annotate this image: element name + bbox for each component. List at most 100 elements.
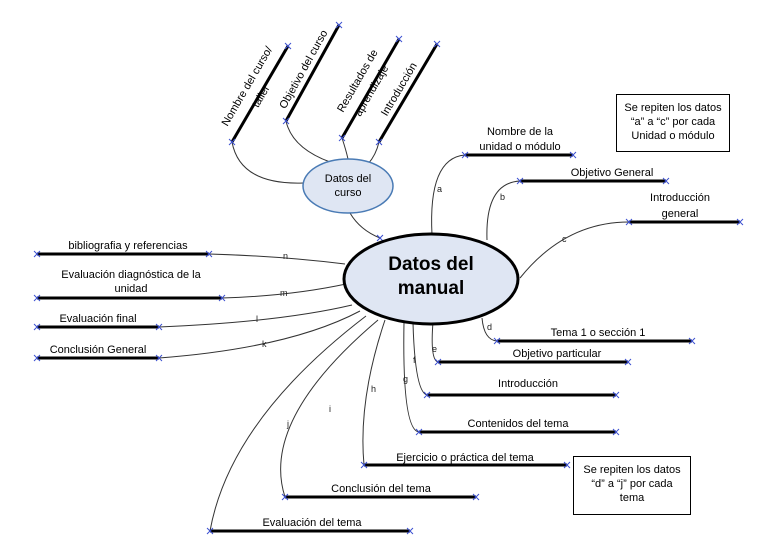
note-units-line-2: “a” a “c” por cada [630, 116, 716, 128]
branch-j-bar-end-b-icon [406, 527, 414, 535]
course-link-3 [341, 137, 349, 160]
branch-m-label-1: Evaluación diagnóstica de la [61, 269, 201, 281]
branch-d-link [481, 317, 498, 342]
course-bar-1[interactable] [230, 45, 290, 143]
branch-n-bar-end-a-icon [33, 250, 41, 258]
branch-a-label-2: unidad o módulo [479, 141, 560, 153]
note-topics-line-1: Se repiten los datos [583, 464, 681, 476]
note-units-line-1: Se repiten los datos [624, 102, 722, 114]
branch-b-bar-end-a-icon [516, 177, 524, 185]
branch-c-link [519, 221, 630, 279]
branch-h-label: Ejercicio o práctica del tema [396, 452, 534, 464]
node-layer: Datos del curso Datos del manual [302, 158, 520, 326]
branch-c-bar-end-a-icon [625, 218, 633, 226]
branch-a-link [431, 154, 466, 236]
course-link-4 [367, 141, 380, 165]
branch-n-letter: n [283, 251, 288, 261]
branch-f-bar-end-a-icon [423, 391, 431, 399]
note-units: Se repiten los datos “a” a “c” por cada … [616, 94, 730, 152]
central-node-label-1: Datos del [388, 254, 474, 275]
note-topics-line-2: “d” a “j” por cada [591, 478, 673, 490]
branch-j-bar-end-a-icon [206, 527, 214, 535]
branch-l-letter: l [256, 314, 258, 324]
branch-m-bar-end-b-icon [218, 294, 226, 302]
branch-m-bar-end-a-icon [33, 294, 41, 302]
course-link-2 [285, 120, 331, 163]
course-node-label-2: curso [335, 187, 362, 199]
branch-j-link [209, 315, 367, 532]
course-bar-2-end-a-icon [282, 117, 290, 125]
branch-d-bar-end-b-icon [688, 337, 696, 345]
branch-d-label: Tema 1 o sección 1 [551, 327, 646, 339]
course-bar-1-end-b-icon [284, 42, 292, 50]
branch-k-bar-end-a-icon [33, 354, 41, 362]
branch-a-bar-end-b-icon [569, 151, 577, 159]
branch-l-bar-end-a-icon [33, 323, 41, 331]
course-node-label-1: Datos del [325, 173, 371, 185]
branch-g-letter: g [403, 374, 408, 384]
branch-i-link [280, 319, 379, 498]
branch-e-bar-end-b-icon [624, 358, 632, 366]
branch-g-link [403, 321, 420, 433]
branch-l-bar-end-b-icon [155, 323, 163, 331]
branch-i-letter: i [329, 404, 331, 414]
branch-h-bar-end-a-icon [360, 461, 368, 469]
branch-g-label: Contenidos del tema [468, 418, 570, 430]
course-bar-3-end-b-icon [395, 35, 403, 43]
branch-l-link [158, 304, 353, 328]
branch-c-label-1: Introducción [650, 192, 710, 204]
branch-i-label: Conclusión del tema [331, 483, 432, 495]
note-units-line-3: Unidad o módulo [631, 130, 715, 142]
branch-m-label-2: unidad [114, 283, 147, 295]
course-bar-4-end-b-icon [433, 40, 441, 48]
branch-j-letter: j [286, 419, 289, 429]
course-bar-3-end-a-icon [338, 134, 346, 142]
branch-a-label-1: Nombre de la [487, 126, 554, 138]
course-to-center-link [349, 212, 381, 239]
branch-h-bar-end-b-icon [563, 461, 571, 469]
branch-j-label: Evaluación del tema [262, 517, 362, 529]
branch-k-link [158, 310, 361, 359]
branch-m-link [221, 283, 347, 299]
note-topics: Se repiten los datos “d” a “j” por cada … [573, 456, 691, 515]
course-node-ellipse[interactable] [302, 158, 394, 214]
course-bar-3[interactable] [340, 38, 401, 139]
central-node-ellipse[interactable] [342, 232, 520, 326]
branch-b-bar-end-b-icon [662, 177, 670, 185]
bar-layer [33, 21, 744, 535]
course-link-1 [231, 141, 304, 184]
branch-g-bar-end-a-icon [415, 428, 423, 436]
branch-a-letter: a [437, 184, 442, 194]
branch-k-label-1: Conclusión General [50, 344, 147, 356]
branch-n-label-1: bibliografia y referencias [68, 240, 188, 252]
branch-c-letter: c [562, 234, 567, 244]
branch-a-bar-end-a-icon [461, 151, 469, 159]
branch-n-link [208, 253, 346, 265]
course-center-junction-icon [376, 234, 384, 242]
note-topics-line-3: tema [619, 492, 645, 504]
course-bar-2-end-b-icon [335, 21, 343, 29]
branch-i-bar-end-b-icon [472, 493, 480, 501]
branch-f-letter: f [413, 355, 416, 365]
course-bar-1-end-a-icon [228, 138, 236, 146]
branch-l-label-1: Evaluación final [59, 313, 136, 325]
branch-c-bar-end-b-icon [736, 218, 744, 226]
branch-e-link [431, 321, 439, 363]
course-bar-4[interactable] [377, 43, 439, 143]
course-item-2-label: Objetivo del curso [277, 28, 330, 111]
branch-b-letter: b [500, 192, 505, 202]
branch-g-bar-end-b-icon [612, 428, 620, 436]
branch-k-letter: k [262, 339, 267, 349]
branch-b-link [486, 180, 521, 241]
branch-c-label-2: general [662, 208, 699, 220]
branch-d-letter: d [487, 322, 492, 332]
connector-layer [158, 120, 630, 532]
branch-m-letter: m [280, 288, 288, 298]
branch-f-bar-end-b-icon [612, 391, 620, 399]
branch-d-bar-end-a-icon [493, 337, 501, 345]
course-bar-2[interactable] [284, 24, 341, 122]
branch-f-label: Introducción [498, 378, 558, 390]
branch-e-letter: e [432, 344, 437, 354]
branch-n-bar-end-b-icon [205, 250, 213, 258]
